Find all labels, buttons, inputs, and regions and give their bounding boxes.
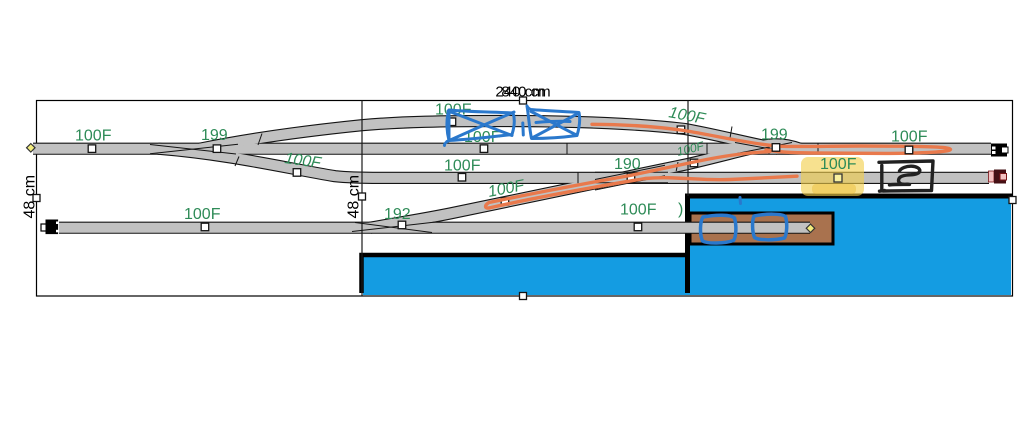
svg-text:199: 199 (761, 127, 788, 144)
svg-text:): ) (678, 201, 683, 218)
svg-text:100F: 100F (620, 202, 657, 219)
svg-text:840 cm: 840 cm (501, 84, 550, 101)
svg-text:100F: 100F (283, 150, 323, 172)
svg-text:190: 190 (614, 156, 641, 173)
svg-text:100F: 100F (667, 104, 707, 128)
svg-text:100F: 100F (675, 139, 706, 159)
svg-text:100F: 100F (891, 129, 928, 146)
svg-text:100F: 100F (820, 156, 857, 173)
svg-text:100F: 100F (75, 128, 112, 145)
svg-text:48 cm: 48 cm (346, 175, 363, 219)
svg-text:192: 192 (384, 206, 411, 223)
svg-text:100F: 100F (444, 158, 481, 175)
svg-text:100F: 100F (184, 206, 221, 223)
svg-text:240 cm: 240 cm (495, 84, 544, 101)
svg-text:199: 199 (201, 127, 228, 144)
svg-text:48 cm: 48 cm (22, 175, 39, 219)
svg-text:100F: 100F (487, 177, 527, 201)
